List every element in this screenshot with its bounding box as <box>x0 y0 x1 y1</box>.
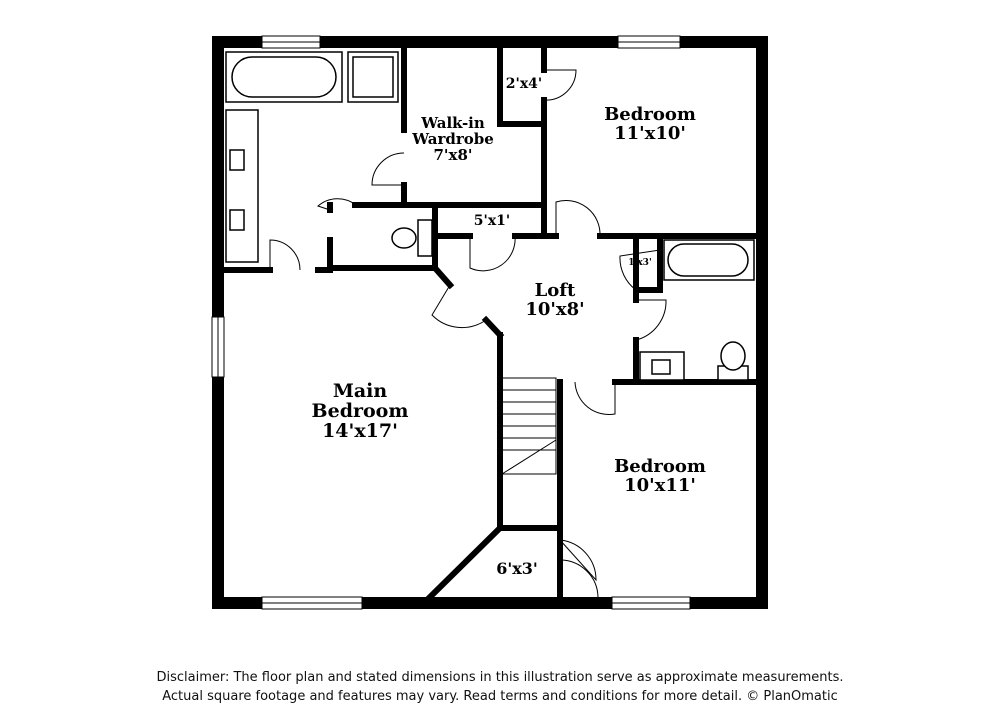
wardrobe-name-line1: Walk-in <box>421 114 485 132</box>
loft-name: Loft <box>534 280 576 301</box>
doors <box>269 69 667 598</box>
disclaimer-line2: Actual square footage and features may v… <box>162 689 838 704</box>
room-label-closet-small: 1'x3' <box>622 258 658 268</box>
disclaimer-line1: Disclaimer: The floor plan and stated di… <box>156 670 844 685</box>
windows <box>211 35 691 610</box>
closet-bottom-size: 6'x3' <box>496 559 538 578</box>
main-bedroom-name-line1: Main <box>332 380 388 402</box>
wardrobe-name-line2: Wardrobe <box>412 129 494 148</box>
bedroom-bottom-size: 10'x11' <box>624 474 696 496</box>
bedroom-top-size: 11'x10' <box>614 122 686 144</box>
room-label-wardrobe: Walk-in Wardrobe 7'x8' <box>408 114 498 164</box>
loft-size: 10'x8' <box>525 298 585 320</box>
room-label-closet-bottom: 6'x3' <box>484 559 550 578</box>
bedroom-bottom-name: Bedroom <box>614 456 706 477</box>
room-label-main-bedroom: Main Bedroom 14'x17' <box>290 380 430 442</box>
room-label-bedroom-bottom: Bedroom 10'x11' <box>590 456 730 496</box>
room-label-closet-top: 2'x4' <box>504 77 544 92</box>
bedroom-top-name: Bedroom <box>604 104 696 125</box>
toilet-main <box>417 219 433 257</box>
main-bedroom-size: 14'x17' <box>322 419 398 442</box>
fixtures <box>225 51 755 381</box>
closet-hall-size: 5'x1' <box>473 213 511 229</box>
interior-walls <box>221 45 759 602</box>
wardrobe-size: 7'x8' <box>433 145 473 164</box>
room-label-closet-hall: 5'x1' <box>462 214 522 229</box>
vanity <box>225 109 259 263</box>
room-label-bedroom-top: Bedroom 11'x10' <box>580 104 720 144</box>
closet-top-size: 2'x4' <box>505 76 543 92</box>
closet-small-size: 1'x3' <box>628 258 652 268</box>
main-bedroom-name-line2: Bedroom <box>311 399 409 422</box>
stairs <box>501 377 557 475</box>
room-label-loft: Loft 10'x8' <box>505 280 605 320</box>
